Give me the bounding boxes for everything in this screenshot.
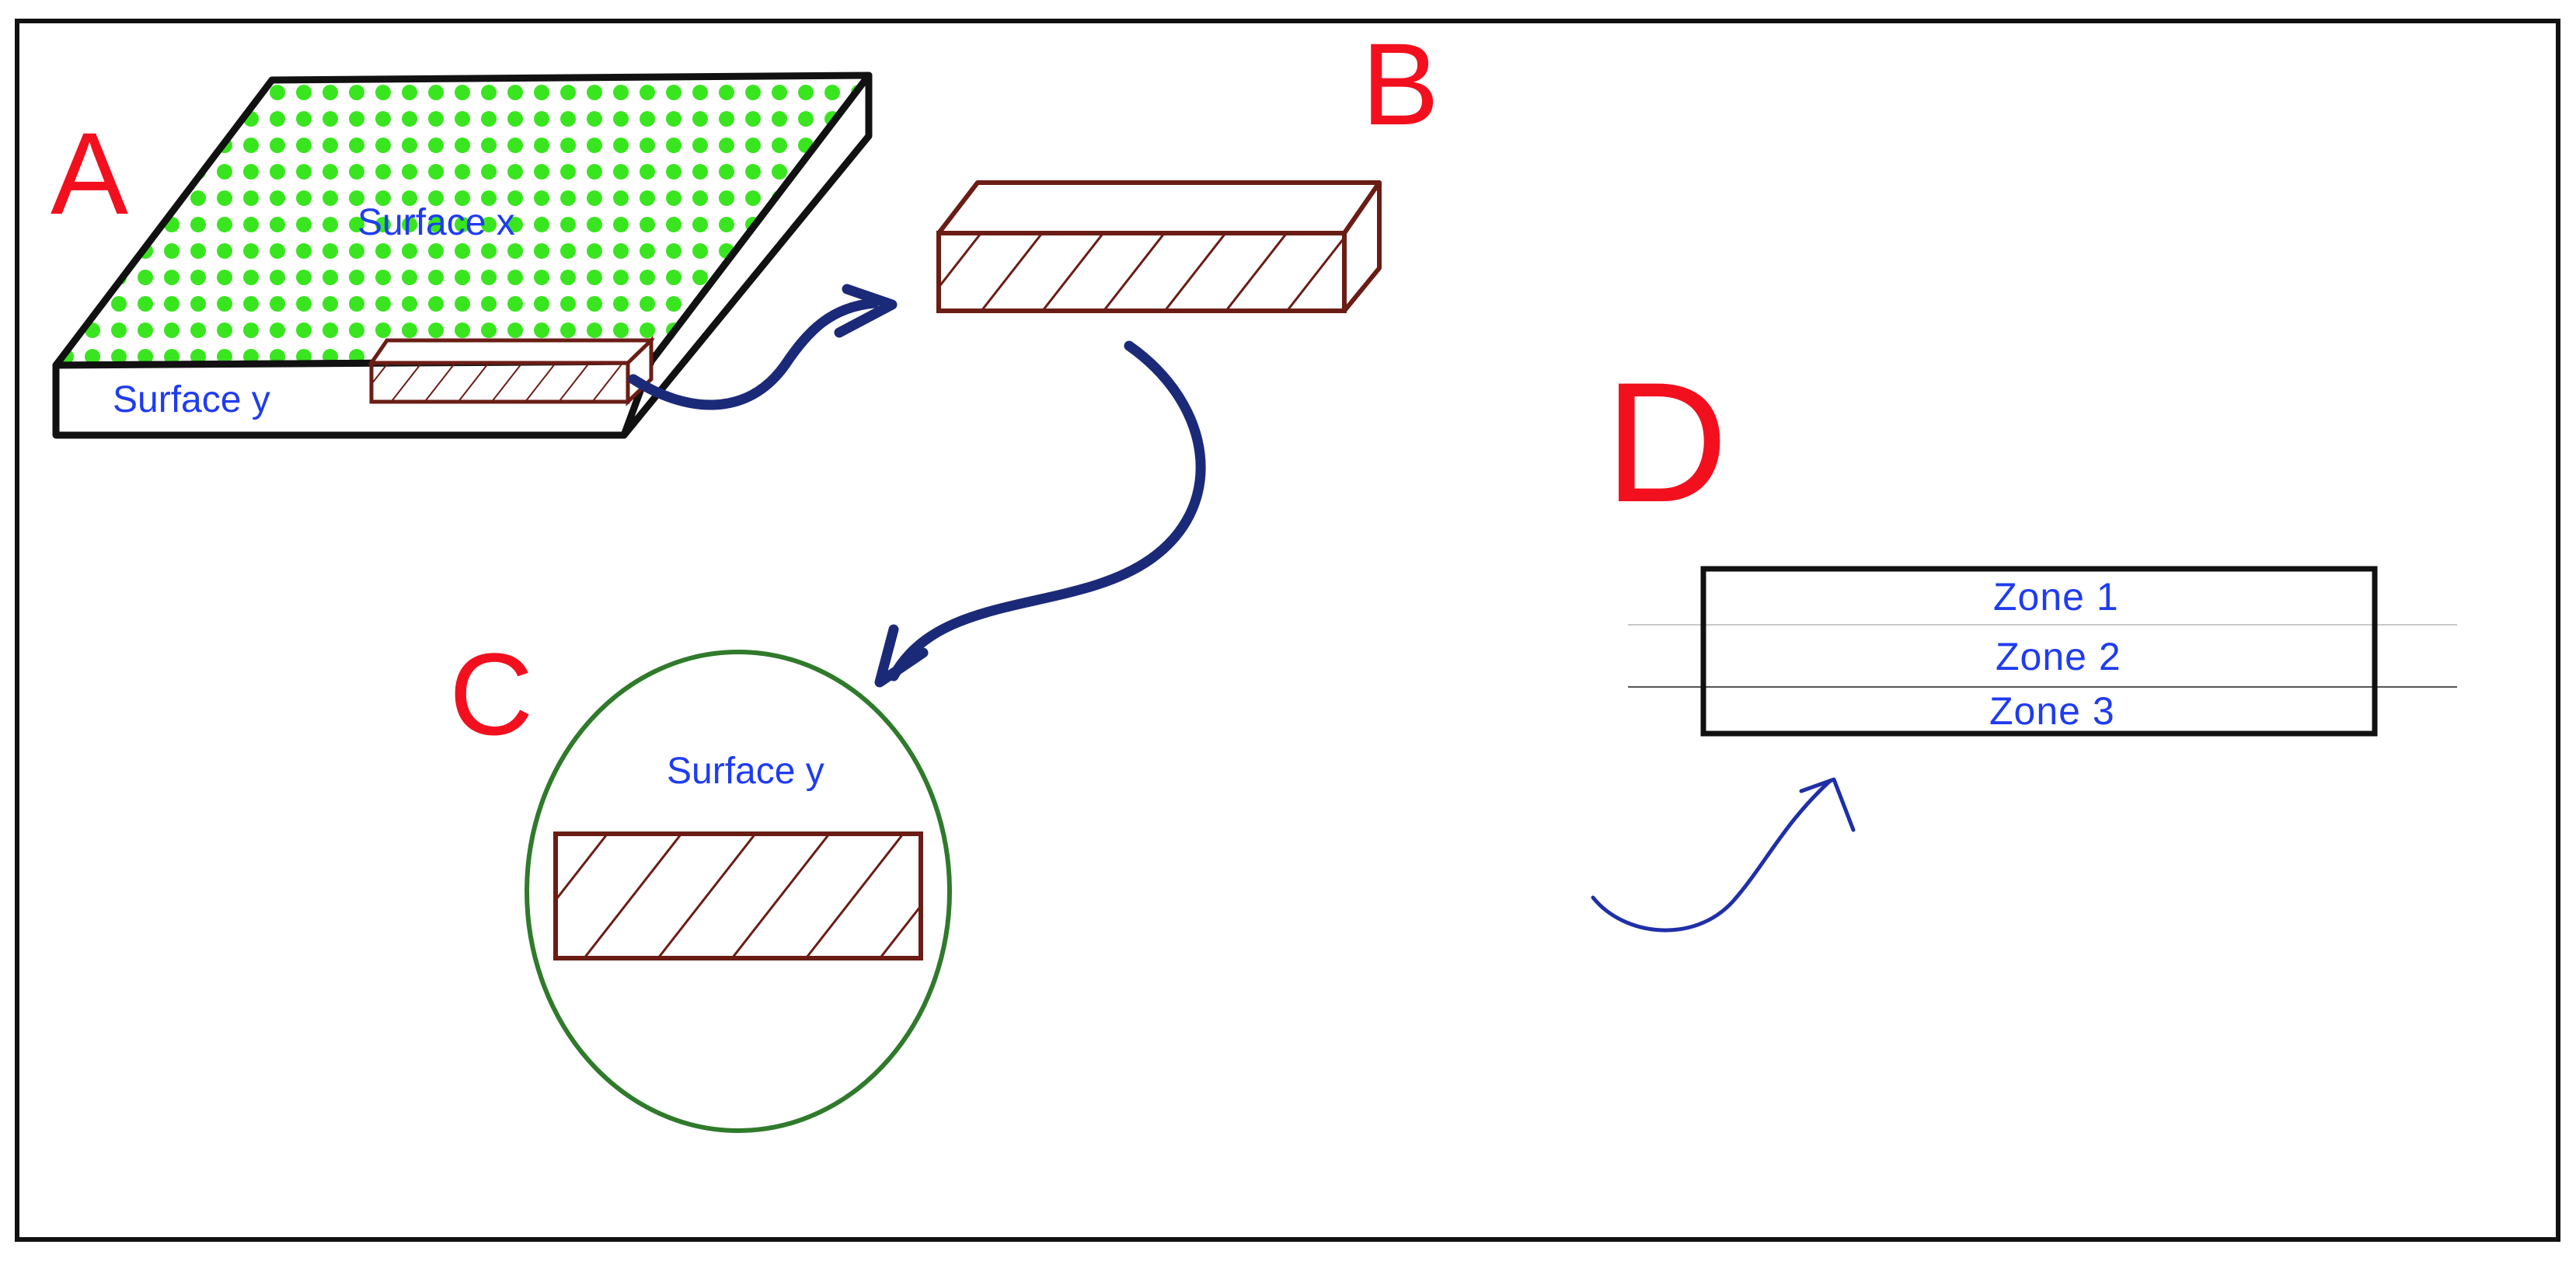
sample-block-b bbox=[936, 180, 1382, 313]
arrow-to-d-icon bbox=[1591, 777, 1856, 933]
surface-x-label: Surface x bbox=[357, 202, 515, 243]
zone-block bbox=[1700, 566, 2378, 737]
panel-d-letter: D bbox=[1605, 347, 1728, 538]
surface-y-label-a: Surface y bbox=[113, 379, 270, 420]
arrow-a-to-b-icon bbox=[628, 284, 898, 410]
zone-1-label: Zone 1 bbox=[1993, 575, 2119, 619]
panel-c: C Surface y bbox=[449, 629, 952, 1133]
zone-3-label: Zone 3 bbox=[1989, 689, 2115, 733]
panel-c-letter: C bbox=[449, 629, 533, 759]
surface-y-label-c: Surface y bbox=[667, 751, 824, 792]
panel-a-letter: A bbox=[51, 108, 128, 239]
zone-2-label: Zone 2 bbox=[1996, 635, 2121, 678]
sample-cross-section-c bbox=[553, 831, 923, 960]
arrow-b-to-c-icon bbox=[874, 340, 1206, 688]
panel-b: B bbox=[936, 19, 1439, 313]
panel-d: D Zone 1 Zone 2 Zone 3 bbox=[1605, 347, 2457, 737]
panel-a: A Surface x Surface y bbox=[51, 71, 873, 439]
embedded-sample bbox=[368, 336, 655, 406]
panel-b-letter: B bbox=[1361, 19, 1439, 149]
